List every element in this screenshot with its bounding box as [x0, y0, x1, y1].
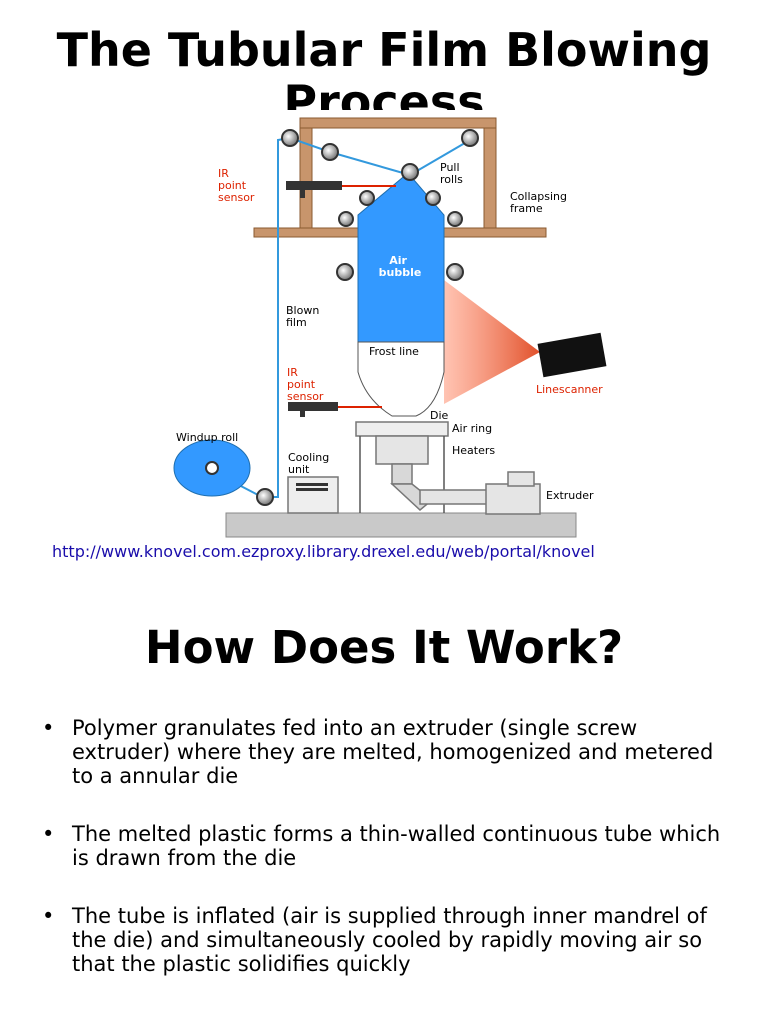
bubble-guide-roller: [446, 263, 464, 281]
pull-roll-left: [401, 163, 419, 181]
cooling-unit: [287, 476, 339, 514]
linescanner-label: Linescanner: [536, 383, 603, 396]
collapse-roller: [338, 211, 354, 227]
bullet-text: Polymer granulates fed into an extruder …: [72, 716, 714, 788]
top-right-roller: [461, 129, 479, 147]
bullet-text: The melted plastic forms a thin-walled c…: [72, 822, 721, 870]
section-heading: How Does It Work?: [144, 621, 624, 674]
windup-roll: [173, 439, 251, 497]
air-bubble: [357, 172, 445, 417]
ir-sensor-top: [286, 181, 396, 198]
collapse-roller: [425, 190, 441, 206]
rollers: [256, 129, 479, 506]
frost-line-label: Frost line: [369, 345, 419, 358]
bullet-list: • Polymer granulates fed into an extrude…: [40, 716, 740, 1010]
bullet-text: The tube is inflated (air is supplied th…: [72, 904, 707, 976]
collapse-roller: [359, 190, 375, 206]
collapsing-frame-label: Collapsing frame: [510, 190, 571, 215]
extruder-label: Extruder: [546, 489, 594, 502]
cooling-unit-label: Cooling unit: [288, 451, 333, 476]
machine-base: [225, 512, 577, 538]
bullet-marker: •: [42, 904, 55, 928]
source-link[interactable]: http://www.knovel.com.ezproxy.library.dr…: [52, 542, 595, 561]
ir-sensor-top-label: IR point sensor: [218, 167, 255, 204]
list-item: • The melted plastic forms a thin-walled…: [40, 822, 740, 870]
ir-sensor-bottom-label: IR point sensor: [287, 366, 324, 403]
air-bubble-label: Air bubble: [379, 254, 422, 279]
top-left-roller: [281, 129, 299, 147]
bullet-marker: •: [42, 822, 55, 846]
linescanner-device: [537, 332, 607, 378]
list-item: • Polymer granulates fed into an extrude…: [40, 716, 740, 788]
blown-film-label: Blown film: [286, 304, 323, 329]
list-item: • The tube is inflated (air is supplied …: [40, 904, 740, 976]
linescanner-beam: [444, 280, 540, 404]
heaters-label: Heaters: [452, 444, 495, 457]
die-label: Die: [430, 409, 449, 422]
die-and-extruder: [355, 421, 541, 515]
bubble-guide-roller: [336, 263, 354, 281]
ir-sensor-bottom: [288, 402, 382, 417]
pull-rolls-label: Pull rolls: [440, 161, 463, 186]
slide-title: The Tubular Film Blowing Process: [56, 24, 712, 110]
guide-roller: [321, 143, 339, 161]
collapse-roller: [447, 211, 463, 227]
air-ring-label: Air ring: [452, 422, 492, 435]
film-blowing-diagram: IR point sensor Pull rolls Collapsing fr…: [173, 117, 607, 538]
bottom-roller: [256, 488, 274, 506]
bullet-marker: •: [42, 716, 55, 740]
windup-roll-label: Windup roll: [176, 431, 238, 444]
